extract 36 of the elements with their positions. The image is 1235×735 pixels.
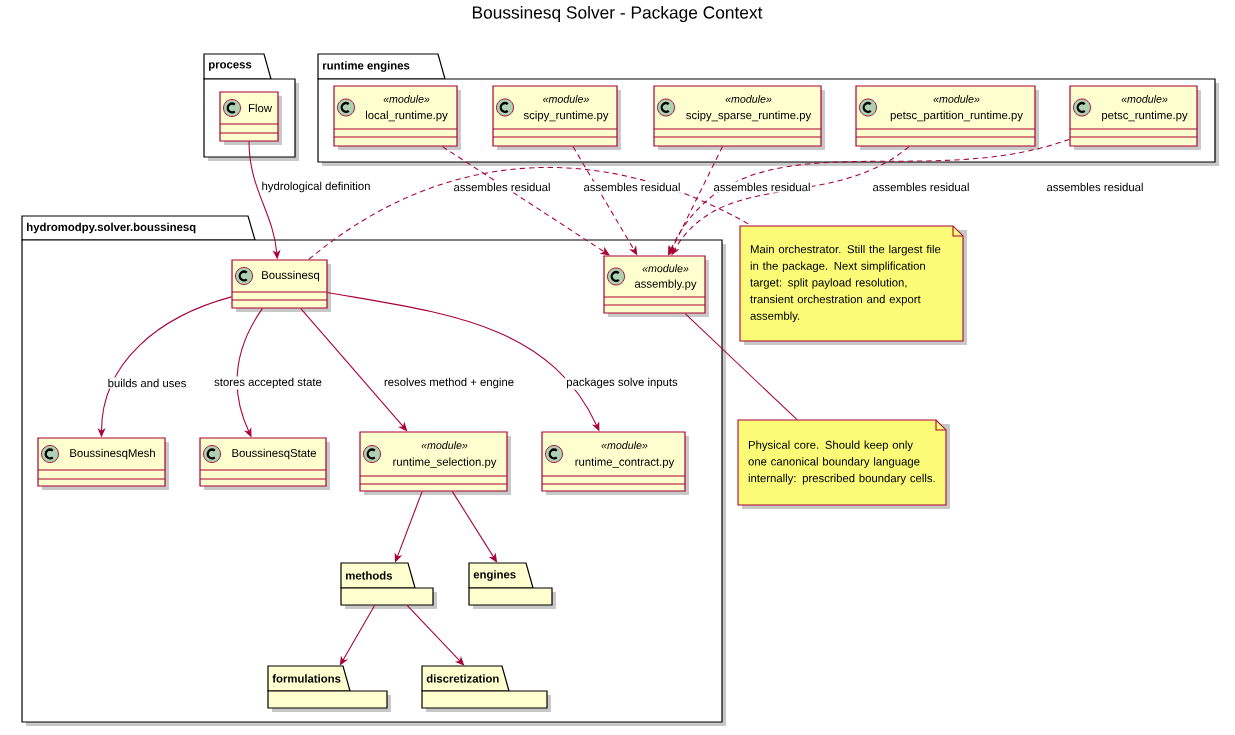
edge-label: assembles residual	[871, 181, 971, 193]
class-box: «module» runtime_contract.py	[541, 431, 689, 495]
edge-label: assembles residual	[712, 181, 812, 193]
connector-line	[684, 313, 798, 421]
class-box: «module» runtime_selection.py	[359, 431, 511, 495]
arrow	[441, 146, 610, 256]
arrow	[339, 604, 376, 666]
class-box: «module» petsc_partition_runtime.py	[855, 85, 1039, 150]
node-label: hydromodpy.solver.boussinesq	[27, 222, 196, 234]
title: Boussinesq Solver - Package Context	[472, 5, 763, 23]
edge-label: hydrological definition	[260, 180, 372, 194]
note: Main orchestrator. Still the largest file in the package. Next simplification target: split payload resolution, transient orchestration and export assembly.	[739, 225, 967, 345]
class-box: «module» petsc_runtime.py	[1069, 85, 1201, 150]
edge-label: resolves method + engine	[382, 376, 516, 390]
edge-label: stores accepted state	[212, 376, 324, 390]
class-box: Boussinesq	[231, 259, 331, 312]
class-box: «module» scipy_runtime.py	[492, 85, 621, 150]
edge-label: packages solve inputs	[564, 376, 680, 390]
package-folder: methods	[340, 562, 437, 609]
class-box: «module» scipy_sparse_runtime.py	[653, 85, 825, 150]
package-folder: discretization	[421, 665, 551, 712]
node-label: process	[209, 62, 252, 71]
class-box: Flow	[219, 91, 282, 145]
package-folder: engines	[468, 562, 556, 609]
connector-line	[308, 167, 752, 260]
class-box: BoussinesqMesh	[37, 437, 169, 490]
class-box: «module» assembly.py	[603, 255, 709, 317]
note: Physical core. Should keep only one canonical boundary language internally: prescribed boundary cells.	[737, 419, 950, 509]
class-box: «module» local_runtime.py	[333, 85, 461, 150]
class-box: BoussinesqState	[199, 437, 330, 490]
edge-label: assembles residual	[452, 181, 552, 193]
edge-label: assembles residual	[582, 181, 682, 193]
edge-label: assembles residual	[1045, 181, 1145, 193]
node-label: runtime engines	[323, 61, 410, 72]
package-folder: formulations	[267, 665, 391, 712]
edge-label: builds and uses	[106, 377, 188, 389]
